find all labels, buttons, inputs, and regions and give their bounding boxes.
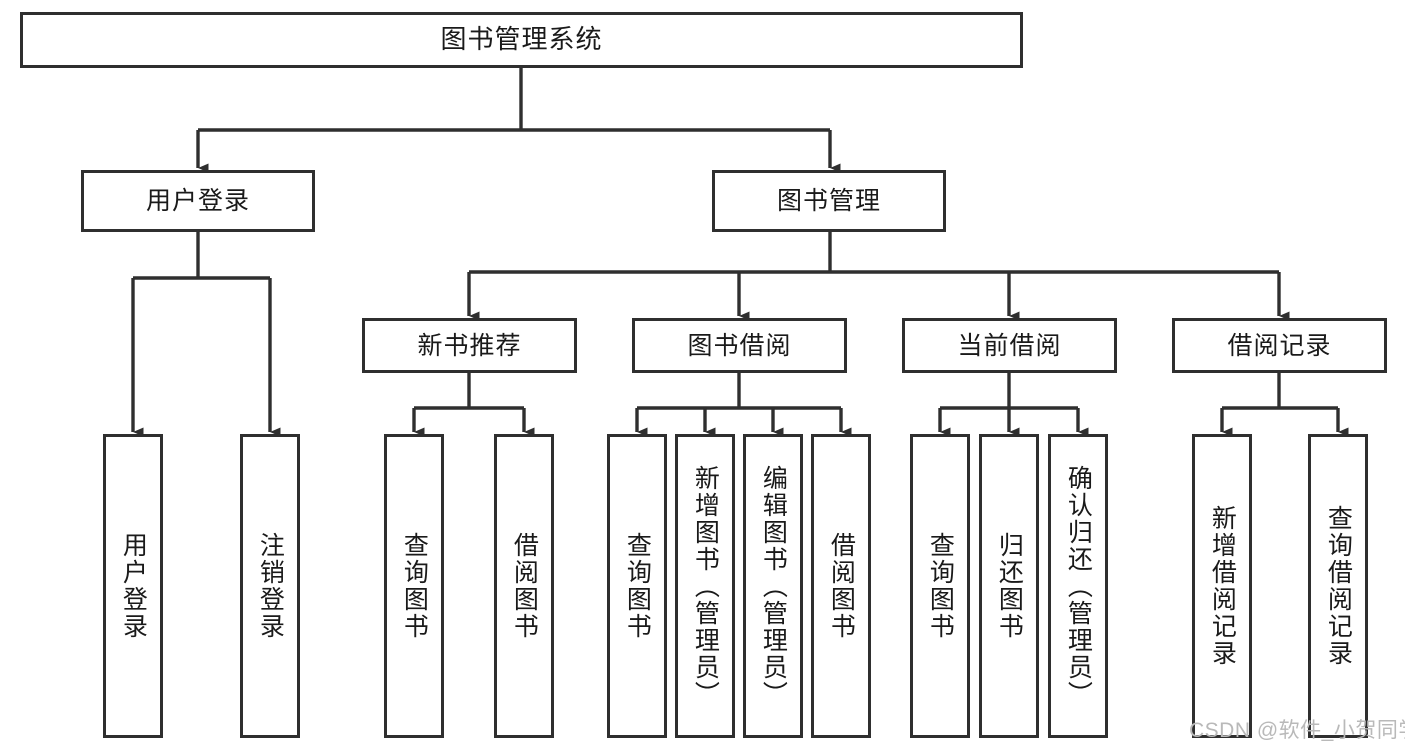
leaf-records-add-record[interactable]: 新增借阅记录 [1192, 434, 1252, 738]
leaf-borrow-query-book[interactable]: 查询图书 [607, 434, 667, 738]
leaf-user-login-login[interactable]: 用户登录 [103, 434, 163, 738]
node-label: 编辑图书（管理员） [759, 464, 788, 708]
node-label: 归还图书 [995, 532, 1024, 640]
node-label: 图书管理系统 [440, 24, 603, 55]
leaf-borrow-add-book-admin[interactable]: 新增图书（管理员） [675, 434, 735, 738]
node-book-borrow[interactable]: 图书借阅 [632, 318, 847, 373]
leaf-recommend-query-book[interactable]: 查询图书 [384, 434, 444, 738]
leaf-current-confirm-return-admin[interactable]: 确认归还（管理员） [1048, 434, 1108, 738]
node-label: 当前借阅 [957, 331, 1062, 360]
node-book-management[interactable]: 图书管理 [712, 170, 946, 232]
node-current-borrow[interactable]: 当前借阅 [902, 318, 1117, 373]
node-label: 借阅图书 [510, 532, 539, 640]
node-label: 查询借阅记录 [1324, 505, 1353, 667]
node-new-book-recommend[interactable]: 新书推荐 [362, 318, 577, 373]
leaf-user-login-logout[interactable]: 注销登录 [240, 434, 300, 738]
leaf-current-query-book[interactable]: 查询图书 [910, 434, 970, 738]
node-borrow-records[interactable]: 借阅记录 [1172, 318, 1387, 373]
node-label: 新书推荐 [417, 331, 522, 360]
node-label: 用户登录 [145, 187, 250, 215]
node-label: 确认归还（管理员） [1064, 464, 1093, 708]
node-label: 图书借阅 [687, 331, 792, 360]
node-label: 查询图书 [926, 532, 955, 640]
node-label: 用户登录 [119, 532, 148, 640]
leaf-borrow-borrow-book[interactable]: 借阅图书 [811, 434, 871, 738]
leaf-records-query-record[interactable]: 查询借阅记录 [1308, 434, 1368, 738]
node-label: 借阅图书 [827, 532, 856, 640]
node-label: 图书管理 [776, 187, 881, 215]
leaf-borrow-edit-book-admin[interactable]: 编辑图书（管理员） [743, 434, 803, 738]
node-label: 新增图书（管理员） [691, 464, 720, 708]
node-label: 查询图书 [400, 532, 429, 640]
node-label: 注销登录 [256, 532, 285, 640]
node-label: 新增借阅记录 [1208, 505, 1237, 667]
node-label: 查询图书 [623, 532, 652, 640]
node-user-login[interactable]: 用户登录 [81, 170, 315, 232]
node-label: 借阅记录 [1227, 331, 1332, 360]
node-root-book-management-system[interactable]: 图书管理系统 [20, 12, 1023, 68]
leaf-recommend-borrow-book[interactable]: 借阅图书 [494, 434, 554, 738]
leaf-current-return-book[interactable]: 归还图书 [979, 434, 1039, 738]
csdn-watermark: CSDN @软件_小贺同学 [1189, 719, 1405, 742]
